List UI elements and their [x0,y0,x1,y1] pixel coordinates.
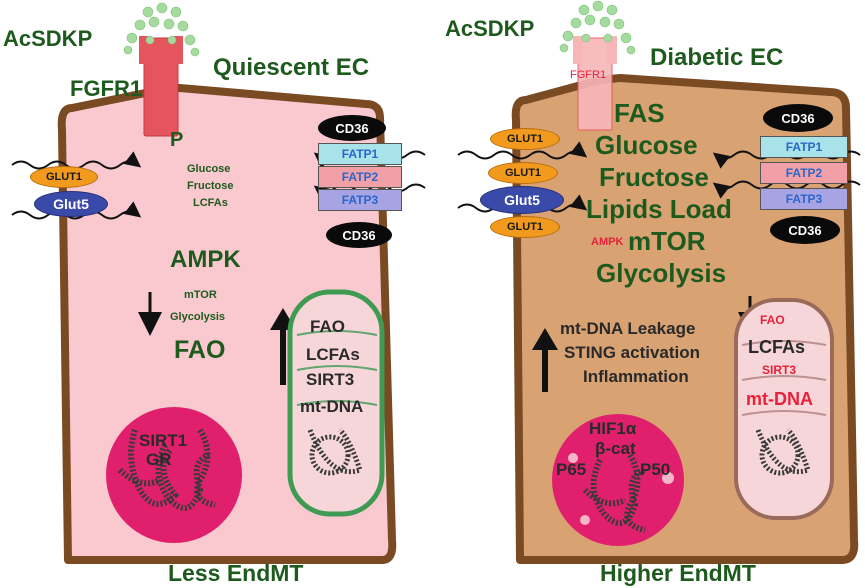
fgfr1-label: FGFR1 [570,69,607,81]
fatp1-box: FATP1 [760,136,848,158]
inflammation-label: Inflammation [583,367,689,386]
ampk-label: AMPK [170,246,241,273]
ampk-small-label: AMPK [591,236,624,248]
glut1-transporter: GLUT1 [490,128,560,150]
cd36-bottom: CD36 [326,222,392,248]
glut5-transporter: Glut5 [480,186,564,214]
fas-label: FAS [614,98,665,128]
mito-lcfas-label: LCFAs [306,345,360,364]
fatp3-box: FATP3 [318,189,402,211]
nucleus-p65-label: P65 [556,460,587,479]
up-arrow-icon [532,328,558,392]
cd36-bottom: CD36 [770,216,840,244]
mitochondrion-icon [734,298,834,520]
nucleus-gr-label: GR [146,450,172,469]
metabolite-label: Fructose [187,180,234,192]
metabolite-label: Glucose [187,163,231,175]
phospho-label: P [170,129,184,151]
metabolite-label: LCFAs [193,197,228,209]
sting-activation-label: STING activation [564,343,701,362]
fructose-label: Fructose [599,162,709,192]
cd36-top: CD36 [763,104,833,132]
fatp3-box: FATP3 [760,188,848,210]
nucleus-hif1a-label: HIF1α [589,419,637,438]
chromatin-icon [117,428,216,511]
fatp2-box: FATP2 [760,162,848,184]
glucose-label: Glucose [595,130,698,160]
cd36-top: CD36 [318,115,386,141]
fgfr1-receptor-cap-icon [139,36,149,64]
mtdna-leakage-label: mt-DNA Leakage [560,319,696,338]
chromatin-icon [582,453,646,533]
fgfr1-receptor-icon [143,37,179,137]
glut1-transporter: GLUT1 [488,162,558,184]
glut1-transporter: GLUT1 [30,166,98,188]
nucleus-sirt1-label: SIRT1 [139,431,188,450]
glut5-transporter: Glut5 [34,191,108,217]
mito-fao-label: FAO [310,317,345,336]
acsdkp-molecule-dots-icon [123,2,200,57]
lipids-load-label: Lipids Load [586,194,732,224]
nucleus-icon [552,414,684,546]
nucleus-p50-label: P50 [640,460,671,479]
diabetic-ec-title: Diabetic EC [650,44,784,71]
mito-sirt3-label: SIRT3 [306,370,355,389]
quiescent-ec-title: Quiescent EC [213,54,370,81]
fgfr1-receptor-icon [577,37,613,131]
higher-endmt-footer: Higher EndMT [600,560,756,586]
glycolysis-label: Glycolysis [170,311,226,323]
mtor-label: mTOR [184,289,217,301]
nucleus-bcat-label: β-cat [595,439,636,458]
acsdkp-molecule-dots-icon [559,0,636,55]
mito-fao-label: FAO [760,313,785,327]
fatp1-box: FATP1 [318,143,402,165]
fgfr1-label: FGFR1 [70,76,143,101]
less-endmt-footer: Less EndMT [168,560,304,586]
nucleus-icon [106,407,242,543]
glut1-transporter: GLUT1 [490,216,560,238]
fatp2-box: FATP2 [318,166,402,188]
fao-label: FAO [174,336,226,364]
mito-mtdna-label: mt-DNA [300,397,364,416]
glycolysis-label: Glycolysis [596,258,727,288]
mito-sirt3-label: SIRT3 [762,363,797,377]
mito-mtdna-label: mt-DNA [746,389,813,409]
acsdkp-label: AcSDKP [445,16,535,41]
acsdkp-label: AcSDKP [3,26,93,51]
mito-lcfas-label: LCFAs [748,337,806,357]
mtor-label: mTOR [628,226,706,256]
